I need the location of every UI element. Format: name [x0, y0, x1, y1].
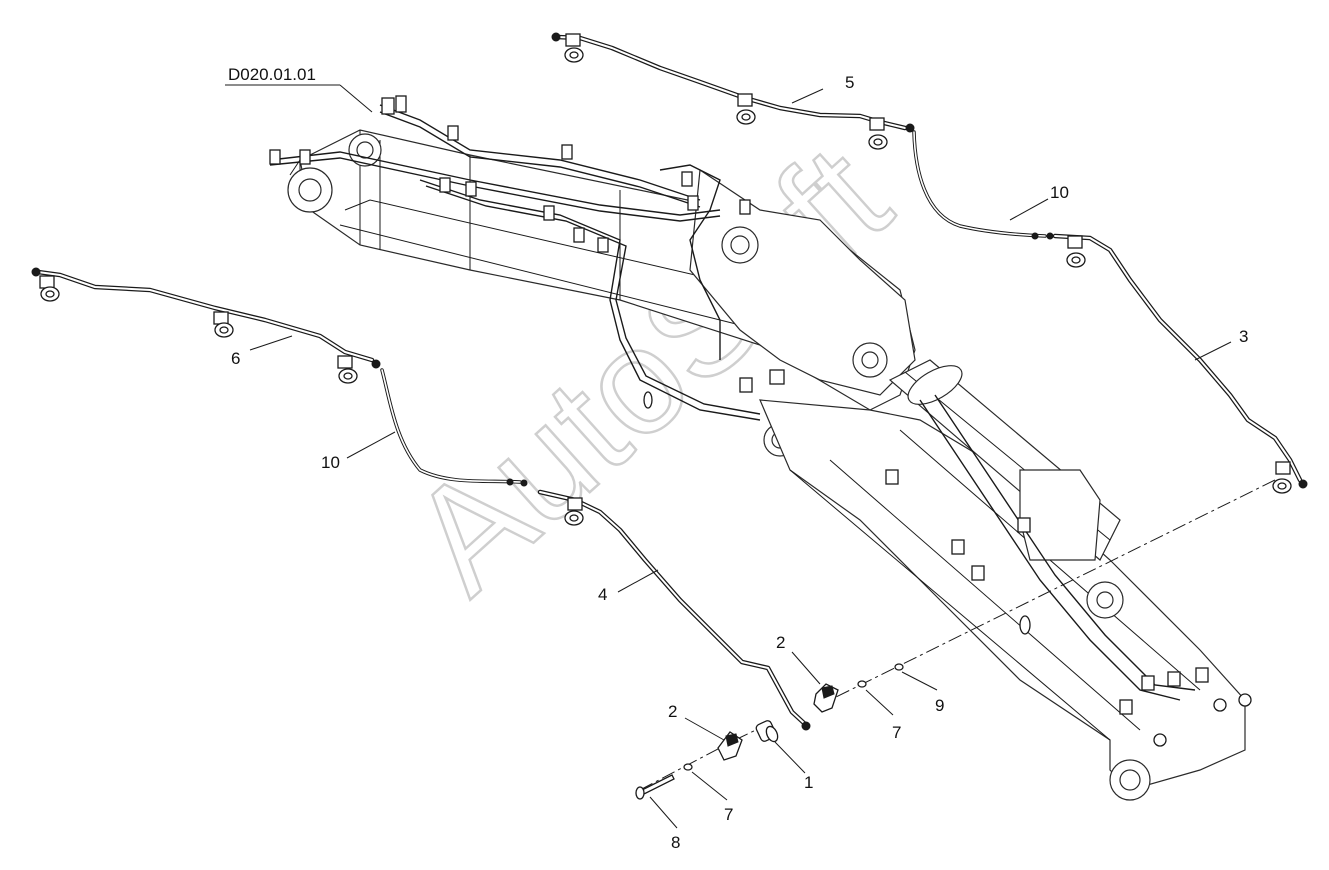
- callout-3: 3: [1239, 327, 1248, 346]
- callout-6: 6: [231, 349, 240, 368]
- pipe-clamp: [1272, 461, 1292, 494]
- callout-2-lower: 2: [668, 702, 677, 721]
- assembly-axis: [829, 479, 1276, 701]
- pipe-clamp: [868, 117, 888, 150]
- callout-10-right: 10: [1050, 183, 1069, 202]
- hose-10-right: [912, 130, 1054, 240]
- callout-5: 5: [845, 73, 854, 92]
- callout-8: 8: [671, 833, 680, 852]
- pipe-clamp: [337, 355, 358, 384]
- pipe-clamp: [564, 33, 584, 63]
- pipe-clamp: [736, 93, 756, 125]
- hose-10-left: [380, 368, 528, 487]
- part-bracket-2-lower: [717, 731, 743, 761]
- callouts: 5 10 3 6 10 4 2 2 1 7 9 7 8: [231, 73, 1248, 852]
- reference-label: D020.01.01: [228, 65, 316, 84]
- part-washer-7-lower: [683, 763, 693, 771]
- pipe-clamp: [1066, 235, 1086, 268]
- part-bracket-2-upper: [813, 683, 839, 713]
- pipe-clamp: [39, 275, 60, 302]
- callout-7-lower: 7: [724, 805, 733, 824]
- part-washer-7-upper: [857, 680, 867, 688]
- pipe-clamp: [213, 311, 234, 338]
- part-bolt-8: [635, 774, 675, 800]
- pipe-3: [1052, 233, 1308, 494]
- pipe-4: [537, 489, 811, 731]
- callout-10-left: 10: [321, 453, 340, 472]
- part-nut-9: [894, 663, 904, 671]
- reference-label-group: D020.01.01: [225, 65, 373, 113]
- pipe-5: [551, 32, 915, 150]
- callout-1: 1: [804, 773, 813, 792]
- boom-assembly: [269, 95, 1252, 801]
- pipe-clamp: [564, 497, 584, 526]
- callout-9: 9: [935, 696, 944, 715]
- callout-leaders: [249, 88, 1232, 829]
- pipe-6: [31, 267, 381, 384]
- part-spacer-1: [755, 720, 779, 743]
- callout-2-upper: 2: [776, 633, 785, 652]
- callout-7-upper: 7: [892, 723, 901, 742]
- callout-4: 4: [598, 585, 607, 604]
